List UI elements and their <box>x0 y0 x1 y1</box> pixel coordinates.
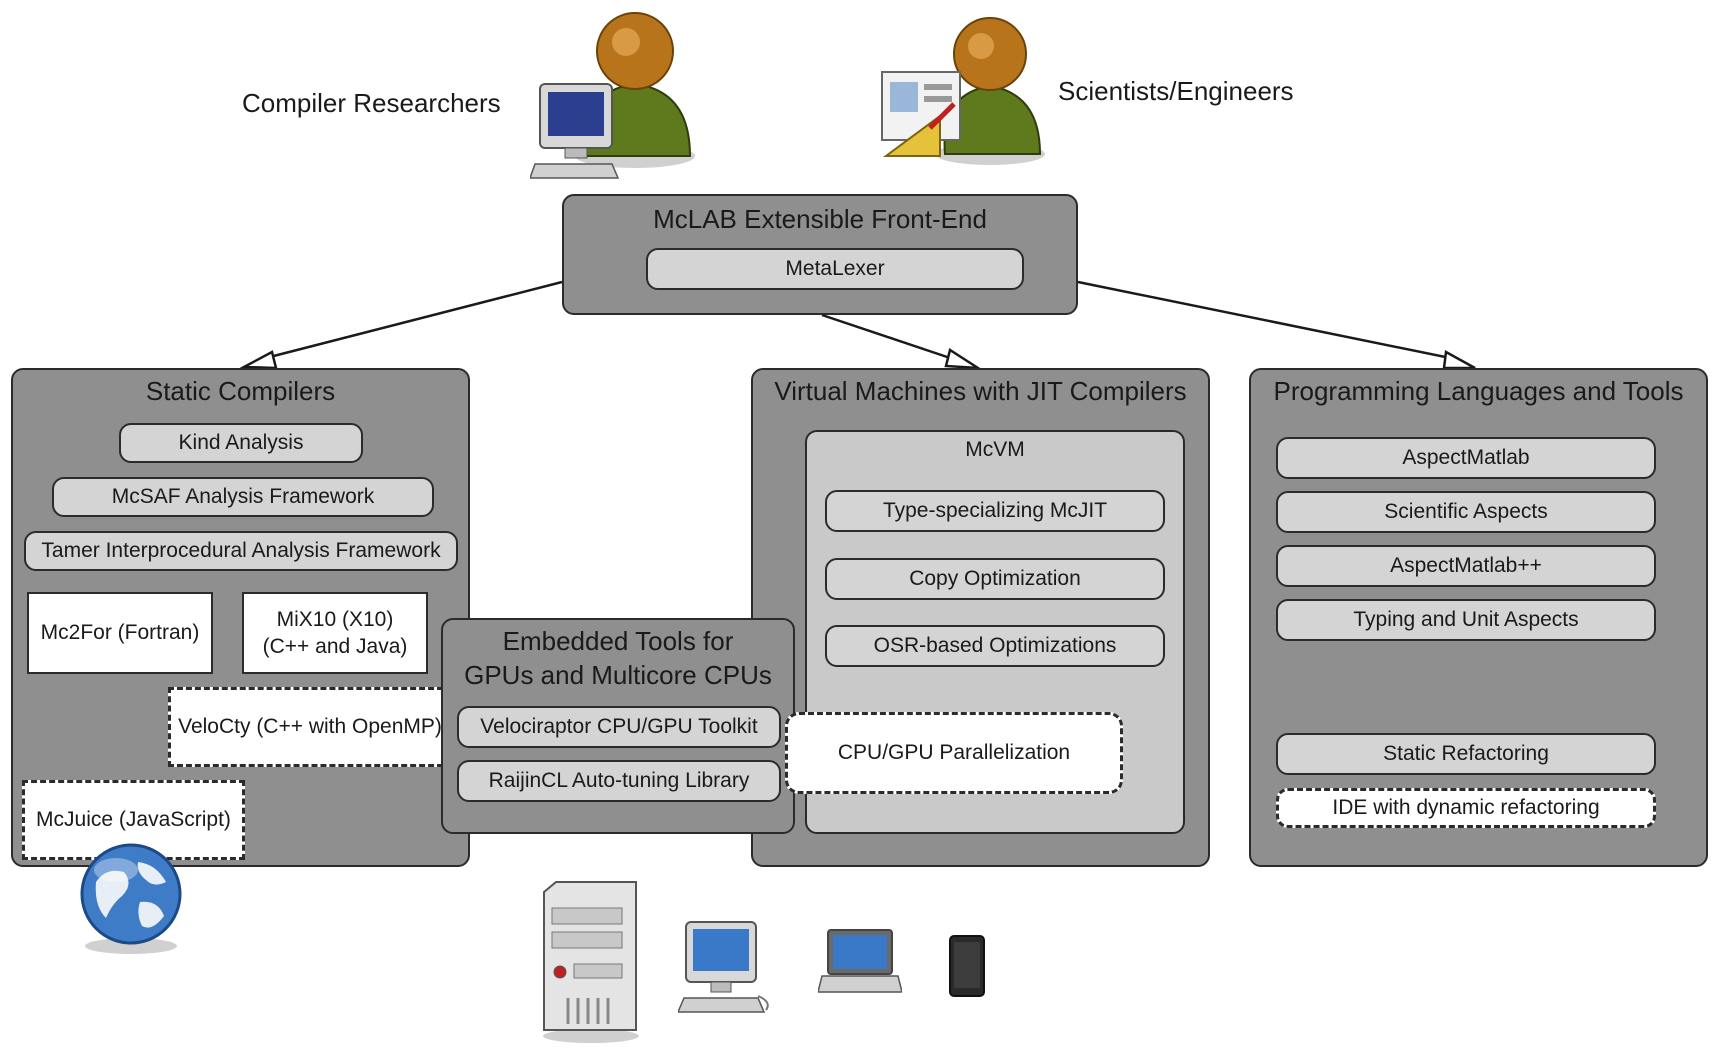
mc2for-box: Mc2For (Fortran) <box>27 592 213 674</box>
tablet-icon <box>948 934 988 1000</box>
aspectmatlab-box: AspectMatlab <box>1276 437 1656 479</box>
languages-panel: Programming Languages and Tools AspectMa… <box>1249 368 1708 867</box>
embedded-title-line1: Embedded Tools for <box>502 626 734 656</box>
raijincl-box: RaijinCL Auto-tuning Library <box>457 760 781 802</box>
languages-title: Programming Languages and Tools <box>1273 376 1684 406</box>
velocty-box: VeloCty (C++ with OpenMP) <box>168 687 452 767</box>
globe-icon <box>76 842 186 957</box>
embedded-title-line2: GPUs and Multicore CPUs <box>464 660 772 690</box>
desktop-computer-icon <box>678 918 774 1016</box>
parallelization-box: CPU/GPU Parallelization <box>785 712 1123 794</box>
scientific-aspects-box: Scientific Aspects <box>1276 491 1656 533</box>
copy-optimization-box: Copy Optimization <box>825 558 1165 600</box>
metalexer-box: MetaLexer <box>646 248 1024 290</box>
vm-title: Virtual Machines with JIT Compilers <box>774 376 1187 406</box>
actor-label-compiler-researchers: Compiler Researchers <box>242 88 501 118</box>
mix10-line1: MiX10 (X10) <box>276 607 394 631</box>
tamer-box: Tamer Interprocedural Analysis Framework <box>24 531 458 571</box>
mcsaf-box: McSAF Analysis Framework <box>52 477 434 517</box>
mcvm-title: McVM <box>965 438 1025 461</box>
mix10-line2: (C++ and Java) <box>262 635 408 658</box>
laptop-icon <box>818 928 902 1000</box>
mix10-box: MiX10 (X10) (C++ and Java) <box>242 592 428 674</box>
osr-box: OSR-based Optimizations <box>825 625 1165 667</box>
static-compilers-title: Static Compilers <box>145 376 336 406</box>
actor-label-scientists-engineers: Scientists/Engineers <box>1058 76 1294 106</box>
server-tower-icon <box>538 880 644 1046</box>
frontend-title: McLAB Extensible Front-End <box>653 204 987 234</box>
static-compilers-panel: Static Compilers Kind Analysis McSAF Ana… <box>11 368 470 867</box>
user-presentation-icon <box>880 16 1060 171</box>
frontend-panel: McLAB Extensible Front-End MetaLexer <box>562 194 1078 315</box>
aspectmatlabpp-box: AspectMatlab++ <box>1276 545 1656 587</box>
ide-refactoring-box: IDE with dynamic refactoring <box>1276 788 1656 828</box>
static-refactoring-box: Static Refactoring <box>1276 733 1656 775</box>
velociraptor-box: Velociraptor CPU/GPU Toolkit <box>457 706 781 748</box>
embedded-tools-panel: Embedded Tools for GPUs and Multicore CP… <box>441 618 795 834</box>
kind-analysis-box: Kind Analysis <box>119 423 363 463</box>
vm-panel: Virtual Machines with JIT Compilers McVM… <box>751 368 1210 867</box>
mcjuice-box: McJuice (JavaScript) <box>22 780 245 860</box>
mcjit-box: Type-specializing McJIT <box>825 490 1165 532</box>
user-computer-icon <box>530 6 710 181</box>
typing-unit-aspects-box: Typing and Unit Aspects <box>1276 599 1656 641</box>
